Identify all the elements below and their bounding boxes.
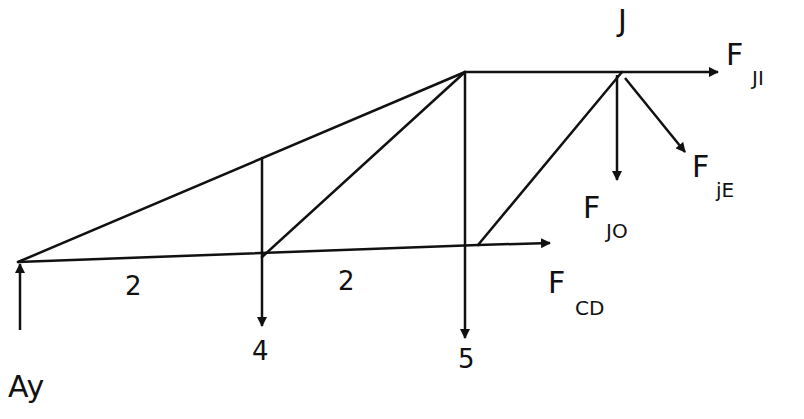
force-subscript: JO	[606, 221, 628, 241]
force-arrow	[478, 243, 550, 245]
reaction-arrow	[19, 264, 22, 330]
load-value: 4	[252, 338, 269, 364]
force-label: F	[548, 268, 565, 298]
vertical-member	[261, 158, 264, 257]
top-chord	[18, 72, 465, 262]
force-label: F	[692, 152, 709, 182]
force-subscript: jE	[716, 180, 734, 200]
force-label: F	[583, 193, 600, 223]
joint-label: J	[618, 6, 627, 36]
force-subscript: JI	[752, 68, 764, 88]
load-arrow	[464, 245, 467, 338]
force-label: F	[726, 40, 743, 70]
bottom-chord	[18, 245, 478, 262]
top-member	[465, 71, 622, 74]
diagonal-member	[262, 72, 465, 257]
diagonal-member	[478, 72, 622, 245]
load-value: 5	[458, 346, 475, 372]
dimension-label: 2	[125, 273, 142, 299]
vertical-member	[464, 72, 467, 245]
reaction-label: Ay	[8, 372, 44, 402]
force-arrow	[625, 78, 685, 152]
force-subscript: CD	[575, 298, 604, 318]
dimension-label: 2	[338, 268, 355, 294]
load-arrow	[261, 257, 264, 326]
force-arrow	[622, 71, 718, 74]
force-arrow	[616, 75, 619, 180]
